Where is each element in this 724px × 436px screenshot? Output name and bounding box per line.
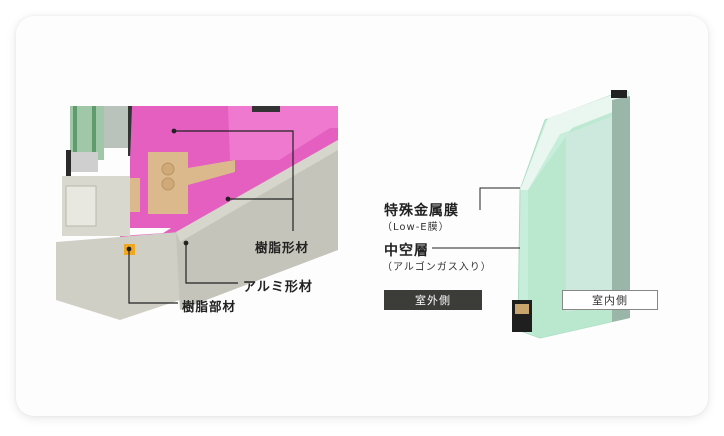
- callout-low-e-film-sub: （Low-E膜）: [382, 222, 450, 233]
- callout-low-e-film: 特殊金属膜: [384, 203, 459, 219]
- callout-hollow-layer: 中空層: [384, 243, 429, 259]
- glazing-bead: [68, 152, 98, 172]
- callout-resin-profile: 樹脂形材: [255, 240, 310, 255]
- aluminum-bottom: [56, 232, 180, 320]
- callout-hollow-layer-sub: （アルゴンガス入り）: [382, 262, 492, 273]
- spacer-top-icon: [611, 90, 627, 98]
- indoor-side-tag: 室内側: [562, 290, 658, 310]
- outdoor-side-tag: 室外側: [384, 290, 482, 310]
- callout-resin-part: 樹脂部材: [182, 299, 237, 314]
- callout-aluminum-profile: アルミ形材: [243, 280, 313, 295]
- aluminum-profile-shape: [176, 140, 338, 310]
- double-glazing-illustration: [512, 90, 630, 339]
